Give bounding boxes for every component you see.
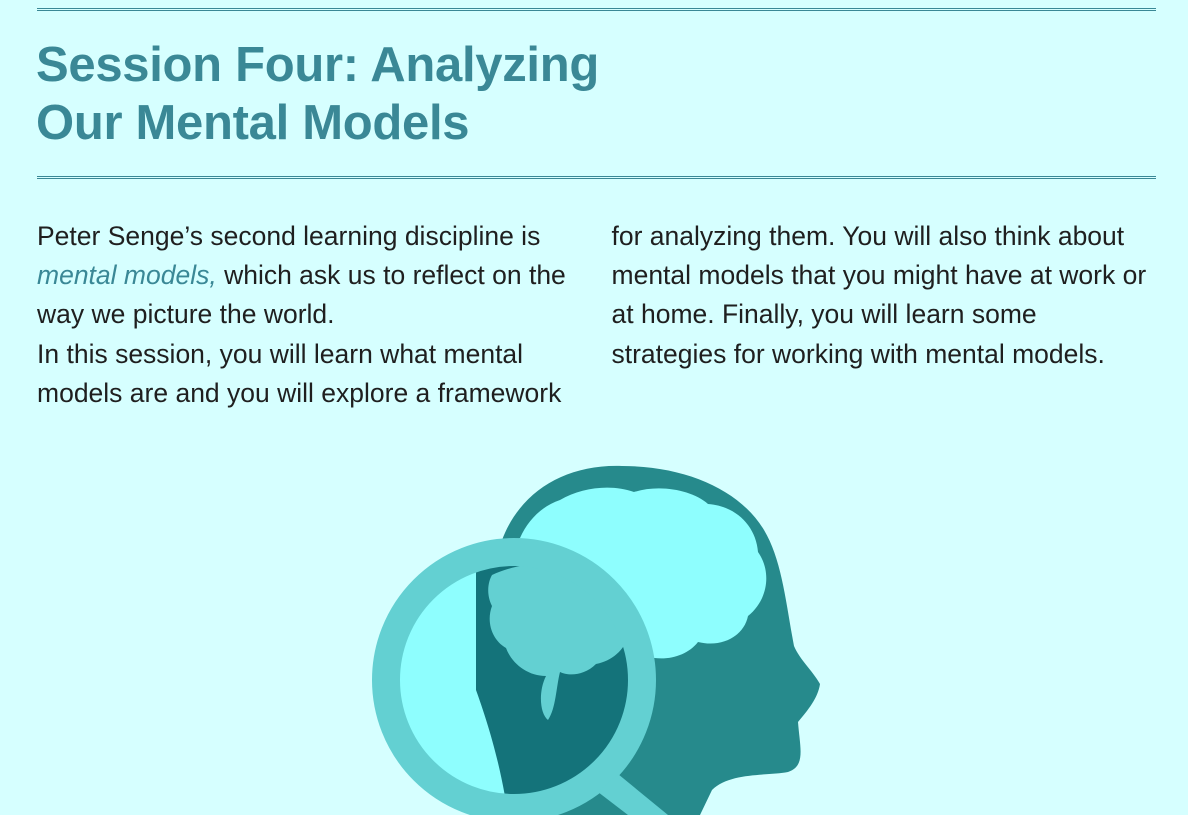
intro-paragraph-1: Peter Senge’s second learning discipline… (37, 217, 582, 335)
title-line-1: Session Four: Analyzing (36, 38, 600, 92)
lens-brain-section (488, 565, 629, 720)
intro-text-lead: Peter Senge’s second learning discipline… (37, 221, 541, 251)
magnifier-handle (598, 774, 668, 815)
title-line-2: Our Mental Models (36, 96, 470, 150)
lens-ring (372, 538, 656, 815)
mental-models-term: mental models, (37, 260, 217, 291)
top-divider (37, 8, 1156, 11)
head-brain-magnifying-glass-icon (372, 465, 820, 815)
page-title: Session Four: Analyzing Our Mental Model… (36, 36, 676, 152)
intro-text: Peter Senge’s second learning discipline… (37, 217, 1156, 413)
intro-text-tail: which ask us to reflect on the way we pi… (37, 260, 566, 330)
intro-paragraph-2: In this session, you will learn what men… (37, 221, 1147, 408)
title-divider (37, 176, 1156, 179)
